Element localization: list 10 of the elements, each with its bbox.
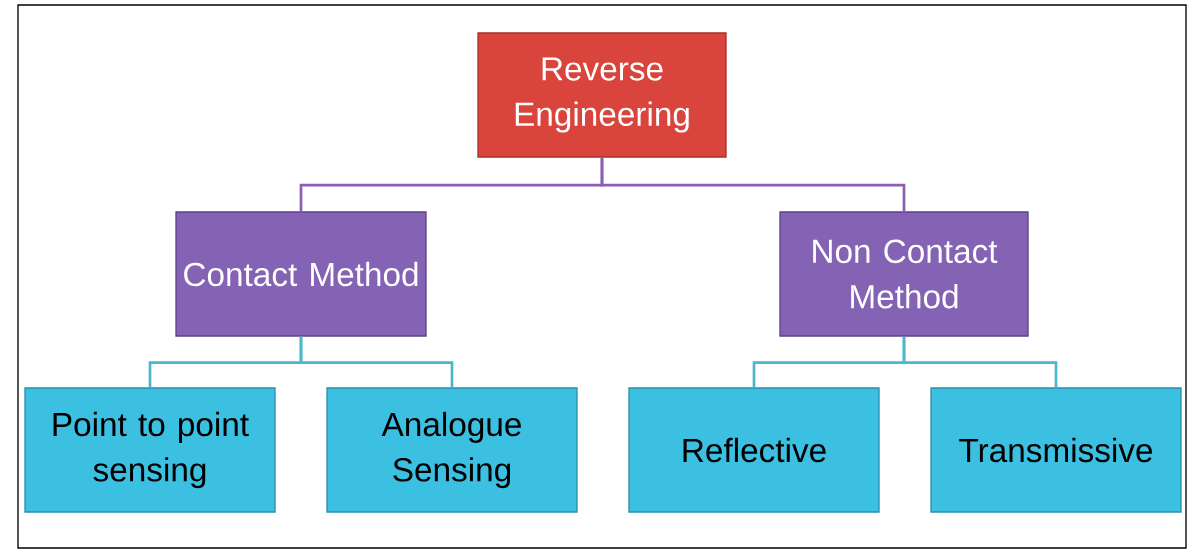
method-box: Reflective xyxy=(628,387,880,513)
method-box: Point to point sensing xyxy=(24,387,276,513)
top-box: Reverse Engineering xyxy=(477,32,727,158)
connector xyxy=(902,336,1058,388)
category-box: Non Contact Method xyxy=(779,211,1029,337)
category-box: Contact Method xyxy=(175,211,427,337)
method-box: Analogue Sensing xyxy=(326,387,578,513)
connector xyxy=(299,336,454,388)
connector xyxy=(600,157,906,212)
method-box: Transmissive xyxy=(930,387,1182,513)
